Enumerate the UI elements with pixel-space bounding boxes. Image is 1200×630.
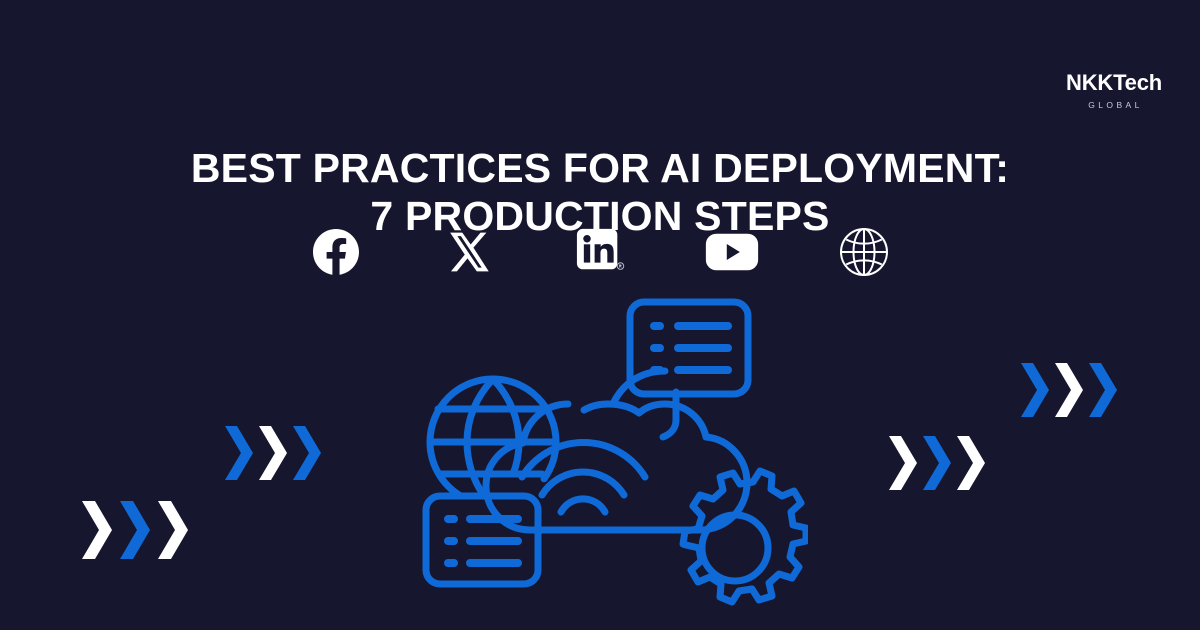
brand-logo: NKKTech GLOBAL — [1066, 72, 1162, 110]
chevron-icon — [1052, 361, 1086, 419]
page-title: BEST PRACTICES FOR AI DEPLOYMENT: 7 PROD… — [0, 145, 1200, 241]
linkedin-icon[interactable] — [573, 225, 627, 279]
chevron-icon — [1018, 361, 1052, 419]
chevron-group-top-right — [1018, 361, 1120, 419]
social-links — [0, 225, 1200, 279]
chevron-icon — [954, 434, 988, 492]
chevron-group-mid-left — [222, 424, 324, 482]
chevron-icon — [154, 499, 192, 561]
cloud-computing-illustration — [418, 292, 808, 612]
chevron-icon — [290, 424, 324, 482]
page-title-line-1: BEST PRACTICES FOR AI DEPLOYMENT: — [190, 145, 1010, 192]
website-globe-icon[interactable] — [837, 225, 891, 279]
chevron-icon — [920, 434, 954, 492]
chevron-icon — [116, 499, 154, 561]
chevron-group-mid-right — [886, 434, 988, 492]
chevron-icon — [1086, 361, 1120, 419]
chevron-icon — [78, 499, 116, 561]
chevron-icon — [256, 424, 290, 482]
chevron-group-bottom-left — [78, 499, 192, 561]
brand-tagline: GLOBAL — [1088, 100, 1143, 110]
youtube-icon[interactable] — [705, 225, 759, 279]
x-twitter-icon[interactable] — [441, 225, 495, 279]
chevron-icon — [886, 434, 920, 492]
facebook-icon[interactable] — [309, 225, 363, 279]
chevron-icon — [222, 424, 256, 482]
brand-name: NKKTech — [1066, 70, 1162, 95]
